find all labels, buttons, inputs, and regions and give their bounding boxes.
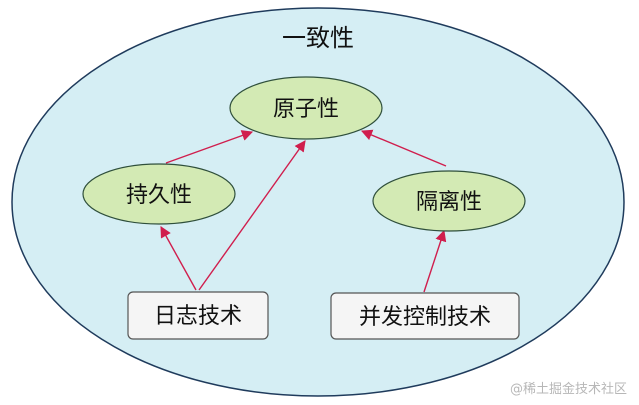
node-atomicity-label: 原子性: [273, 97, 339, 122]
node-durability-label: 持久性: [126, 183, 192, 208]
node-concurrency: 并发控制技术: [330, 292, 520, 340]
edge-logging-to-atomicity: [198, 140, 306, 291]
edge-isolation-to-atomicity: [360, 129, 447, 167]
node-isolation: 隔离性: [372, 170, 526, 232]
edge-durability-to-atomicity: [165, 130, 254, 164]
watermark-text: @稀土掘金技术社区: [509, 382, 627, 397]
consistency-title: 一致性: [282, 24, 354, 52]
node-concurrency-box: [330, 292, 520, 340]
edge-concurrency-to-isolation: [423, 229, 447, 293]
edge-logging-to-durability: [160, 226, 197, 291]
node-logging-box: [127, 291, 269, 340]
node-isolation-label: 隔离性: [416, 190, 482, 215]
node-isolation-shape: [372, 170, 526, 232]
node-concurrency-label: 并发控制技术: [359, 305, 491, 330]
node-atomicity: 原子性: [229, 76, 383, 140]
node-logging-label: 日志技术: [154, 304, 242, 329]
node-durability: 持久性: [82, 163, 236, 225]
node-durability-shape: [82, 163, 236, 225]
node-atomicity-shape: [229, 76, 383, 140]
node-logging: 日志技术: [127, 291, 269, 340]
